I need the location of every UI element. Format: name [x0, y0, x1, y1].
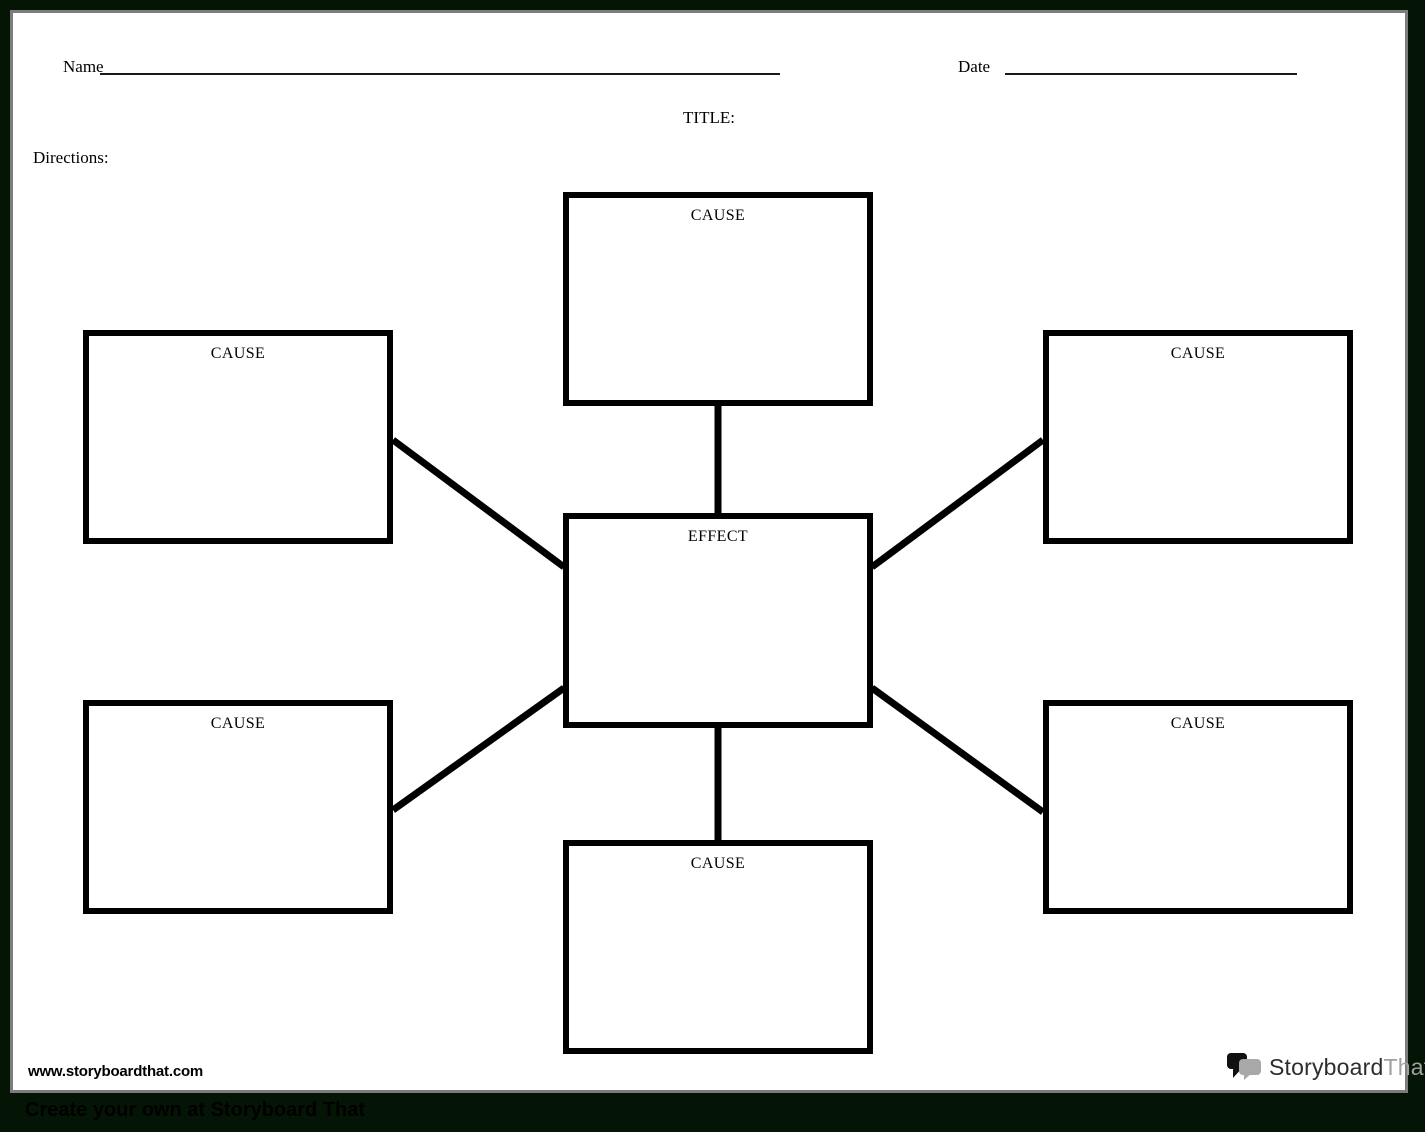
cause-box-upper-left[interactable]: CAUSE [83, 330, 393, 544]
cause-box-label: CAUSE [1170, 345, 1226, 362]
cause-box-label: CAUSE [210, 345, 266, 362]
effect-box-label: EFFECT [687, 528, 749, 545]
name-fill-in-line[interactable] [100, 73, 780, 75]
effect-box-center[interactable]: EFFECT [563, 513, 873, 728]
date-fill-in-line[interactable] [1005, 73, 1297, 75]
create-your-own-banner[interactable]: Create your own at Storyboard That [25, 1099, 366, 1121]
cause-box-top-center[interactable]: CAUSE [563, 192, 873, 406]
directions-label: Directions: [33, 148, 109, 167]
cause-box-lower-left[interactable]: CAUSE [83, 700, 393, 914]
cause-box-lower-right[interactable]: CAUSE [1043, 700, 1353, 914]
cause-box-label: CAUSE [690, 855, 746, 872]
cause-box-label: CAUSE [1170, 715, 1226, 732]
cause-box-label: CAUSE [210, 715, 266, 732]
title-label: TITLE: [683, 108, 735, 127]
cause-box-label: CAUSE [690, 207, 746, 224]
name-label: Name [63, 57, 104, 76]
date-label: Date [958, 57, 991, 76]
cause-box-upper-right[interactable]: CAUSE [1043, 330, 1353, 544]
speech-bubbles-icon [1227, 1053, 1261, 1080]
website-url[interactable]: www.storyboardthat.com [28, 1063, 204, 1080]
cause-box-bottom-center[interactable]: CAUSE [563, 840, 873, 1054]
logo-text-storyboard: Storyboard [1269, 1053, 1384, 1080]
logo-text-that: That [1383, 1053, 1425, 1080]
